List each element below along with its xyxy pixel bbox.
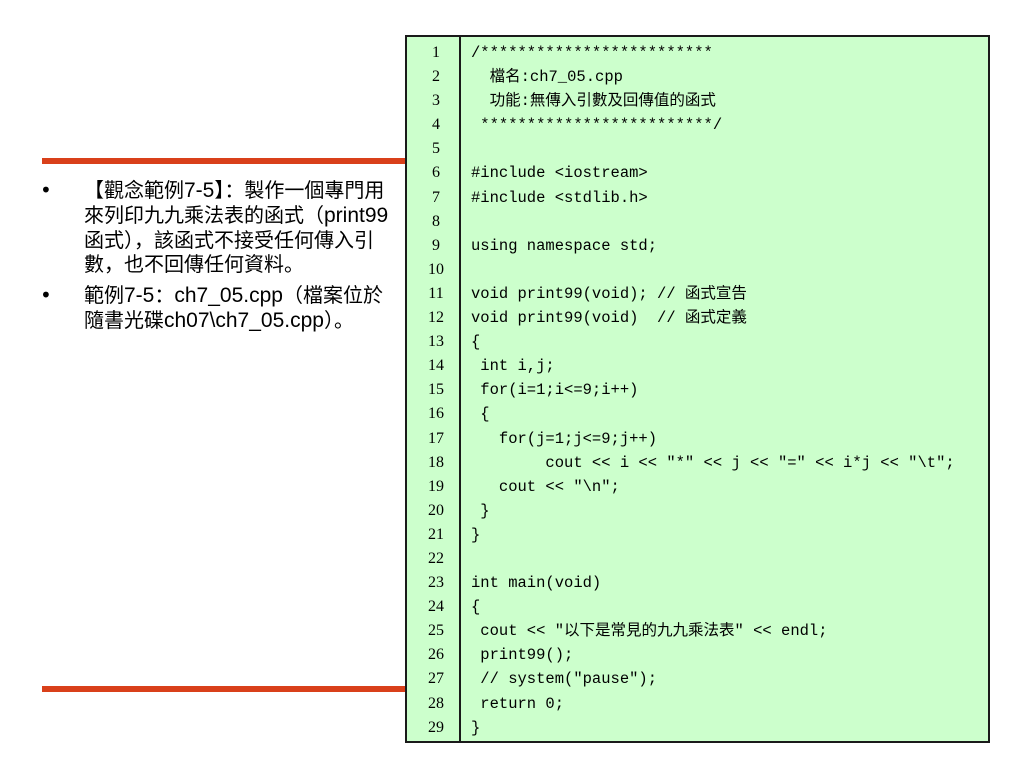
text-run: 7-5: [124, 284, 155, 307]
text-run: ch07\ch7_05.cpp: [164, 309, 324, 332]
text-run: 7-5: [184, 179, 215, 202]
bullet-item-example: • 範例7-5：ch7_05.cpp（檔案位於隨書光碟ch07\ch7_05.c…: [40, 283, 400, 333]
line-number: 4: [432, 116, 440, 134]
line-number: 25: [428, 622, 444, 640]
text-run: ：: [154, 283, 175, 307]
code-line: #include <iostream>: [471, 164, 648, 183]
text-run: ）。: [323, 308, 354, 332]
code-line: {: [471, 598, 481, 617]
line-number: 2: [432, 68, 440, 86]
bullet-list: • 【觀念範例7-5】：製作一個專門用來列印九九乘法表的函式（print99函式…: [40, 178, 400, 340]
code-line: int i,j;: [471, 357, 555, 376]
line-number: 7: [432, 188, 440, 206]
code-line: *************************/: [471, 116, 723, 135]
line-number: 20: [428, 501, 444, 519]
code-line: [461, 258, 988, 282]
line-number: 29: [428, 718, 444, 736]
code-column: /************************* 檔名:ch7_05.cpp…: [460, 37, 988, 741]
code-line: return 0;: [471, 694, 565, 713]
line-number: 26: [428, 646, 444, 664]
code-line: for(i=1;i<=9;i++): [471, 381, 639, 400]
bullet-marker: •: [40, 283, 52, 307]
code-line: }: [471, 525, 481, 544]
text-run: 【觀念範例: [84, 178, 184, 202]
code-line: for(j=1;j<=9;j++): [471, 429, 658, 448]
line-number: 27: [428, 670, 444, 688]
line-number: 5: [432, 140, 440, 158]
code-line: void print99(void) // 函式定義: [471, 309, 747, 328]
line-number: 28: [428, 694, 444, 712]
text-run: ch7_05.cpp: [174, 284, 283, 307]
code-line: print99();: [471, 646, 574, 665]
code-line: [461, 547, 988, 571]
code-line: 檔名:ch7_05.cpp: [471, 68, 623, 87]
code-line: #include <stdlib.h>: [471, 188, 648, 207]
code-line: int main(void): [471, 574, 602, 593]
text-run: 函式），該函式不接受任何傳入引數，也不回傳任何資料。: [84, 228, 374, 276]
line-number: 22: [428, 549, 444, 567]
code-line: }: [471, 718, 481, 737]
text-run: （檔案位於隨書光碟: [84, 283, 383, 332]
line-number: 12: [428, 309, 444, 327]
line-number: 24: [428, 598, 444, 616]
text-run: print99: [324, 204, 389, 227]
line-number: 11: [428, 284, 444, 302]
code-line: 功能:無傳入引數及回傳值的函式: [471, 92, 716, 111]
code-line: {: [471, 333, 481, 352]
line-number: 14: [428, 357, 444, 375]
line-number: 1: [432, 44, 440, 61]
line-number: 18: [428, 453, 444, 471]
line-number: 6: [432, 164, 440, 182]
line-number: 23: [428, 574, 444, 592]
line-number: 13: [428, 333, 444, 351]
line-number: 21: [428, 525, 444, 543]
line-number: 15: [428, 381, 444, 399]
code-line: [461, 210, 988, 234]
code-line: void print99(void); // 函式宣告: [471, 284, 747, 303]
bullet-item-concept: • 【觀念範例7-5】：製作一個專門用來列印九九乘法表的函式（print99函式…: [40, 178, 400, 276]
line-number: 17: [428, 429, 444, 447]
line-number: 19: [428, 477, 444, 495]
bullet-marker: •: [40, 178, 52, 202]
code-line: cout << i << "*" << j << "=" << i*j << "…: [471, 453, 955, 472]
code-line: {: [471, 405, 490, 424]
code-line: cout << "以下是常見的九九乘法表" << endl;: [471, 622, 828, 641]
text-run: 範例: [84, 283, 124, 307]
code-line: [461, 137, 988, 161]
line-number: 3: [432, 92, 440, 110]
text-run: 】：製作一個專門用來列印九九乘法表的函式（: [84, 178, 385, 227]
code-line: using namespace std;: [471, 236, 658, 255]
line-number: 8: [432, 212, 440, 230]
line-number: 9: [432, 236, 440, 254]
code-line: }: [471, 501, 490, 520]
line-number: 10: [428, 260, 444, 278]
code-line: cout << "\n";: [471, 477, 620, 496]
line-number: 16: [428, 405, 444, 423]
code-line: /*************************: [471, 44, 713, 62]
code-line: // system("pause");: [471, 670, 658, 689]
